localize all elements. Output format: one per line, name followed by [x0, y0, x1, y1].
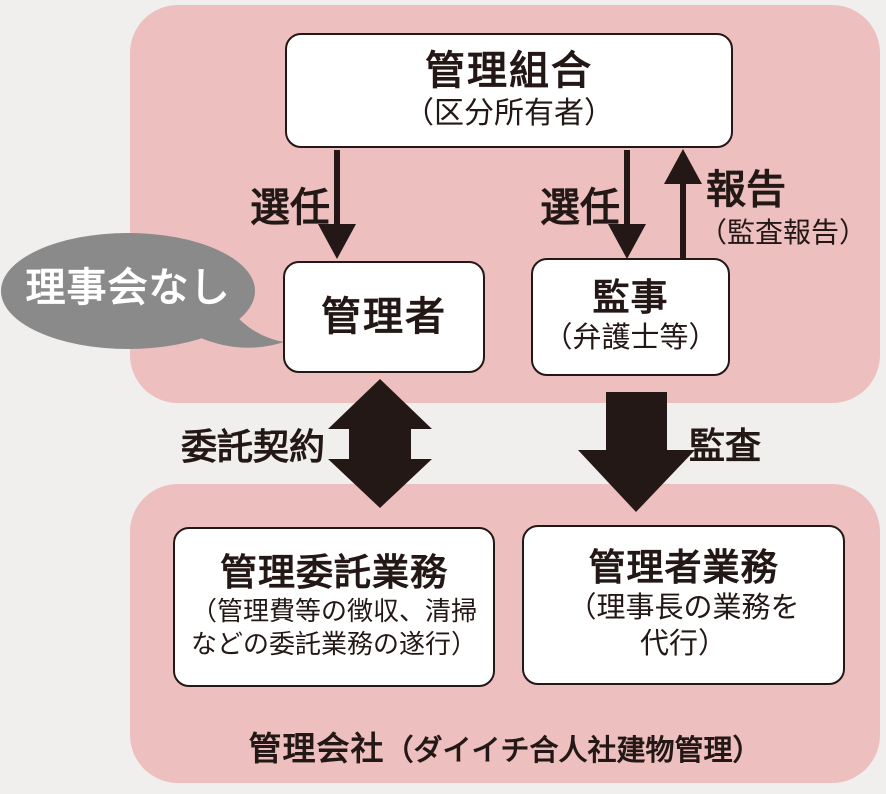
auditor-box: 監事 （弁護士等） — [531, 258, 730, 376]
auditor-title: 監事 — [592, 277, 669, 319]
delegated-services-title: 管理委託業務 — [220, 552, 448, 594]
delegation-contract-label: 委託契約 — [180, 426, 325, 467]
audit-label: 監査 — [689, 425, 762, 466]
management-company-caption-normal: （ダイイチ合人社建物管理） — [384, 735, 762, 767]
delegated-services-subtitle-line1: （管理費等の徴収、清掃 — [190, 596, 477, 627]
report-sublabel: （監査報告） — [699, 217, 868, 248]
management-association-title: 管理組合 — [425, 49, 593, 93]
management-company-caption-bold: 管理会社 — [248, 730, 385, 767]
delegated-services-box: 管理委託業務 （管理費等の徴収、清掃 などの委託業務の遂行） — [173, 527, 495, 687]
management-association-subtitle: （区分所有者） — [404, 97, 614, 130]
management-association-box: 管理組合 （区分所有者） — [285, 33, 733, 148]
delegated-services-subtitle-line2: などの委託業務の遂行） — [190, 629, 477, 660]
selection-label-right: 選任 — [540, 186, 620, 230]
no-board-bubble-label: 理事会なし — [25, 266, 231, 310]
manager-services-title: 管理者業務 — [588, 546, 779, 588]
manager-services-box: 管理者業務 （理事長の業務を 代行） — [522, 525, 845, 685]
selection-label-left: 選任 — [250, 186, 330, 230]
manager-services-subtitle-line2: 代行） — [639, 628, 727, 661]
manager-services-subtitle-line1: （理事長の業務を — [567, 591, 800, 624]
auditor-subtitle: （弁護士等） — [543, 321, 718, 354]
manager-box: 管理者 — [283, 261, 485, 373]
management-company-caption: 管理会社（ダイイチ合人社建物管理） — [130, 722, 880, 770]
manager-title: 管理者 — [321, 295, 447, 339]
report-label: 報告 — [706, 168, 786, 212]
